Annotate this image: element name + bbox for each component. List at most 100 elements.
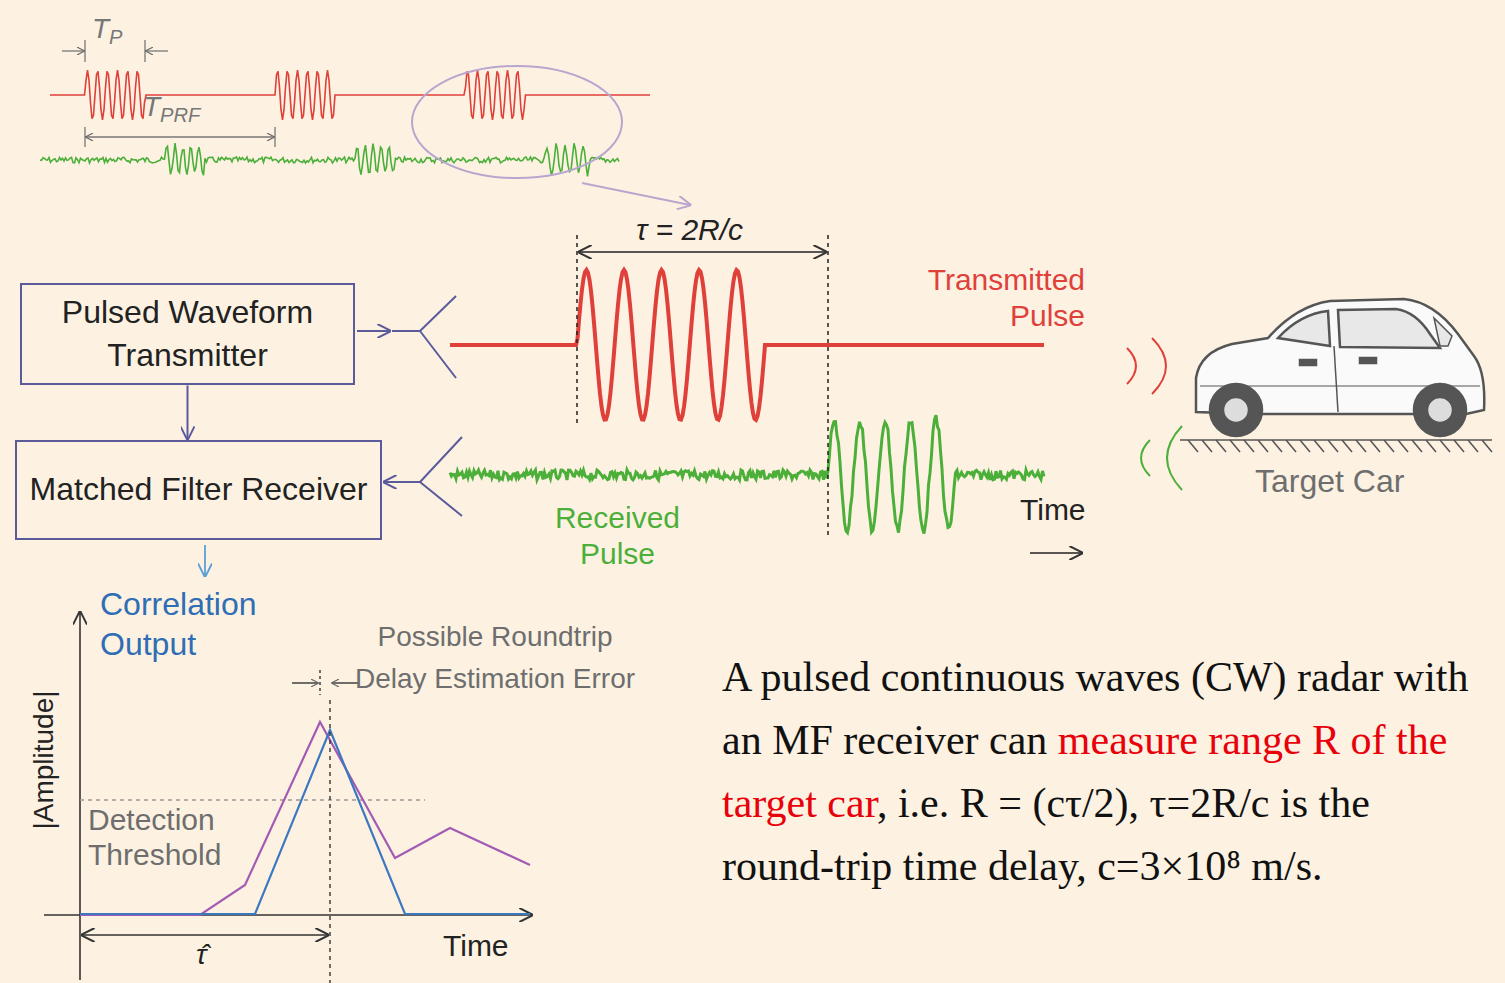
ground-hatch	[1328, 440, 1338, 452]
antenna	[392, 330, 420, 332]
delay-marker	[576, 235, 578, 425]
ground-hatch	[1314, 440, 1324, 452]
period-marker	[62, 40, 275, 147]
antenna	[420, 296, 456, 331]
zoom-callout	[582, 183, 690, 205]
period-marker	[146, 50, 168, 51]
estimate-marker	[292, 682, 318, 683]
pulse-width-label: TP	[92, 12, 123, 49]
ground-hatch	[1398, 440, 1408, 452]
period-marker	[84, 40, 85, 62]
ground-hatch	[1468, 440, 1478, 452]
target-car	[1300, 360, 1316, 365]
radio-waves	[1127, 338, 1182, 490]
axis-label: Time	[443, 928, 509, 964]
antenna	[420, 437, 462, 482]
process-box: Pulsed Waveform Transmitter	[20, 283, 355, 385]
ground-hatch	[1342, 440, 1352, 452]
ground-hatch	[1272, 440, 1282, 452]
target-car	[1196, 299, 1484, 436]
correlation-curve	[80, 722, 530, 915]
estimate-marker	[329, 700, 330, 983]
antenna	[357, 296, 462, 516]
axis-label: |Amplitude|	[27, 690, 61, 829]
ground-hatch	[1202, 440, 1212, 452]
signal-waveform	[40, 143, 619, 176]
pulse-period-label: TPRF	[143, 90, 200, 127]
target-car	[1360, 358, 1376, 363]
ground-hatch	[1216, 440, 1226, 452]
estimate-marker	[332, 682, 358, 683]
zoom-callout	[412, 66, 690, 205]
box-label: Matched Filter Receiver	[27, 468, 370, 511]
output-arrow	[204, 545, 206, 576]
antenna	[357, 330, 390, 332]
radio-waves	[1152, 338, 1166, 394]
ground-hatch	[1440, 440, 1450, 452]
signal-name: Transmitted Pulse	[880, 262, 1085, 334]
ground-hatch	[1286, 440, 1296, 452]
threshold-line	[80, 799, 425, 800]
signal-waveform	[50, 70, 650, 120]
estimate-label: τ̂	[196, 938, 206, 972]
zoom-callout	[412, 66, 622, 178]
threshold-line	[80, 799, 425, 800]
antenna	[384, 481, 420, 483]
correlation-curve	[80, 722, 530, 915]
target-car	[1434, 318, 1452, 346]
error-note: Possible Roundtrip Delay Estimation Erro…	[345, 616, 645, 700]
subscript: PRF	[160, 104, 200, 126]
signal-waveform	[450, 415, 1044, 533]
box-label: Pulsed Waveform Transmitter	[32, 291, 343, 377]
correlation-curve	[80, 730, 530, 914]
target-car	[1278, 311, 1330, 346]
ground-hatch	[1356, 440, 1366, 452]
target-car	[1427, 397, 1453, 423]
period-marker	[144, 40, 145, 62]
radio-waves	[1141, 440, 1150, 476]
subscript: P	[109, 26, 122, 48]
delay-label: τ = 2R/c	[636, 212, 743, 248]
ground-hatch	[1300, 440, 1310, 452]
chart-axes	[79, 612, 81, 980]
ground-hatch	[1188, 440, 1198, 452]
period-marker	[86, 136, 274, 137]
process-box: Matched Filter Receiver	[15, 440, 382, 540]
threshold-label: Detection Threshold	[88, 803, 263, 872]
radio-waves	[1127, 348, 1136, 384]
ground-hatch	[1412, 440, 1422, 452]
axis-label: Time	[1020, 492, 1086, 528]
ground-hatch	[1384, 440, 1394, 452]
target-car	[1210, 384, 1262, 436]
signal-name: Received Pulse	[530, 500, 705, 572]
ground-hatch	[1370, 440, 1380, 452]
estimate-marker	[82, 934, 328, 935]
target-car	[1223, 397, 1249, 423]
output-arrow	[204, 545, 206, 576]
ground-hatch	[1180, 440, 1492, 452]
target-car	[1414, 384, 1466, 436]
ground-hatch	[1244, 440, 1254, 452]
target-car	[1338, 309, 1440, 348]
ground-hatch	[1230, 440, 1240, 452]
antenna	[420, 482, 462, 516]
radio-waves	[1167, 426, 1182, 490]
output-label: Correlation Output	[100, 584, 310, 664]
delay-marker	[579, 251, 826, 253]
ground-hatch	[1426, 440, 1436, 452]
antenna	[420, 331, 456, 378]
target-label: Target Car	[1255, 462, 1404, 500]
period-marker	[62, 50, 84, 51]
flow-arrow	[187, 385, 189, 439]
estimate-marker	[82, 670, 358, 983]
description-text: A pulsed continuous waves (CW) radar wit…	[722, 646, 1482, 898]
period-marker	[274, 127, 275, 147]
period-marker	[84, 127, 85, 147]
delay-marker	[827, 235, 829, 535]
estimate-marker	[319, 670, 320, 695]
ground-hatch	[1454, 440, 1464, 452]
ground-hatch	[1258, 440, 1268, 452]
ground-hatch	[1180, 439, 1492, 441]
delay-marker	[1030, 552, 1082, 554]
